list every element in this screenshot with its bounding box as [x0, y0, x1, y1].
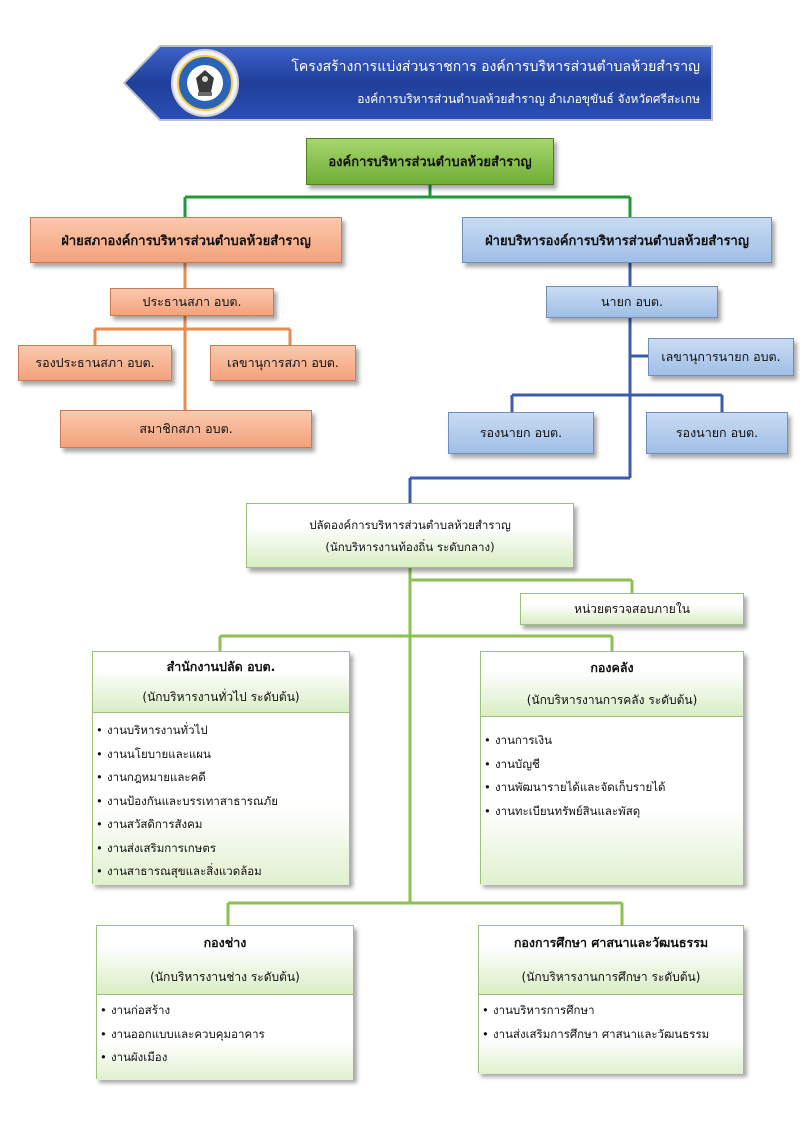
banner-shape: [122, 45, 713, 121]
department-office-list: งานบริหารงานทั่วไป งานนโยบายและแผน งานกฎ…: [93, 713, 349, 885]
clerk-title: ปลัดองค์การบริหารส่วนตำบลห้วยสำราญ: [309, 517, 511, 532]
list-item: งานบริหารงานทั่วไป: [93, 719, 349, 743]
list-item: งานส่งเสริมการเกษตร: [93, 837, 349, 861]
list-item: งานการเงิน: [481, 729, 743, 753]
department-engineering-header: กองช่าง (นักบริหารงานช่าง ระดับต้น): [97, 926, 353, 995]
council-members-label: สมาชิกสภา อบต.: [139, 421, 233, 436]
council-president-box: ประธานสภา อบต.: [110, 288, 274, 316]
top-connectors: [183, 185, 632, 217]
department-education-header: กองการศึกษา ศาสนาและวัฒนธรรม (นักบริหารง…: [479, 926, 743, 995]
council-vice-president-box: รองประธานสภา อบต.: [18, 345, 172, 381]
department-office: สำนักงานปลัด อบต. (นักบริหารงานทั่วไป ระ…: [92, 651, 350, 885]
list-item: งานนโยบายและแผน: [93, 743, 349, 767]
deputy-mayor-2-label: รองนายก อบต.: [675, 425, 759, 440]
top-organization-label: องค์การบริหารส่วนตำบลห้วยสำราญ: [328, 155, 532, 170]
council-head-box: ฝ่ายสภาองค์การบริหารส่วนตำบลห้วยสำราญ: [30, 217, 342, 263]
department-office-header: สำนักงานปลัด อบต. (นักบริหารงานทั่วไป ระ…: [93, 652, 349, 713]
clerk-box: ปลัดองค์การบริหารส่วนตำบลห้วยสำราญ (นักบ…: [246, 503, 574, 568]
council-secretary-label: เลขานุการสภา อบต.: [227, 355, 339, 370]
audit-label: หน่วยตรวจสอบภายใน: [574, 601, 690, 616]
list-item: งานออกแบบและควบคุมอาคาร: [97, 1023, 353, 1047]
seal-emblem: [170, 48, 240, 118]
council-secretary-box: เลขานุการสภา อบต.: [210, 345, 356, 381]
executive-head-label: ฝ่ายบริหารองค์การบริหารส่วนตำบลห้วยสำราญ: [485, 233, 749, 249]
council-president-label: ประธานสภา อบต.: [142, 294, 242, 309]
council-connectors: [93, 263, 292, 410]
list-item: งานส่งเสริมการศึกษา ศาสนาและวัฒนธรรม: [479, 1023, 743, 1047]
deputy-mayor-1-box: รองนายก อบต.: [448, 412, 594, 454]
mayor-secretary-box: เลขานุการนายก อบต.: [648, 338, 794, 376]
department-engineering-level: (นักบริหารงานช่าง ระดับต้น): [150, 969, 300, 984]
department-finance: กองคลัง (นักบริหารงานการคลัง ระดับต้น) ง…: [480, 651, 744, 885]
audit-box: หน่วยตรวจสอบภายใน: [520, 593, 744, 625]
list-item: งานบัญชี: [481, 753, 743, 777]
header-title: โครงสร้างการแบ่งส่วนราชการ องค์การบริหาร…: [291, 59, 700, 75]
department-engineering-title: กองช่าง: [203, 935, 247, 951]
deputy-mayor-2-box: รองนายก อบต.: [646, 412, 788, 454]
deputy-mayor-1-label: รองนายก อบต.: [479, 425, 563, 440]
department-office-title: สำนักงานปลัด อบต.: [166, 659, 276, 675]
department-education-title: กองการศึกษา ศาสนาและวัฒนธรรม: [513, 935, 709, 951]
list-item: งานผังเมือง: [97, 1046, 353, 1070]
list-item: งานสวัสดิการสังคม: [93, 813, 349, 837]
council-vice-president-label: รองประธานสภา อบต.: [35, 355, 155, 370]
top-organization-box: องค์การบริหารส่วนตำบลห้วยสำราญ: [306, 138, 554, 185]
department-engineering: กองช่าง (นักบริหารงานช่าง ระดับต้น) งานก…: [96, 925, 354, 1080]
list-item: งานบริหารการศึกษา: [479, 999, 743, 1023]
department-finance-list: งานการเงิน งานบัญชี งานพัฒนารายได้และจัด…: [481, 717, 743, 885]
list-item: งานสาธารณสุขและสิ่งแวดล้อม: [93, 860, 349, 884]
department-education: กองการศึกษา ศาสนาและวัฒนธรรม (นักบริหารง…: [478, 925, 744, 1074]
list-item: งานกฎหมายและคดี: [93, 766, 349, 790]
department-engineering-list: งานก่อสร้าง งานออกแบบและควบคุมอาคาร งานผ…: [97, 995, 353, 1080]
department-office-level: (นักบริหารงานทั่วไป ระดับต้น): [142, 689, 300, 704]
council-members-box: สมาชิกสภา อบต.: [60, 410, 312, 448]
admin-connectors: [218, 568, 634, 925]
header-subtitle: องค์การบริหารส่วนตำบลห้วยสำราญ อำเภอขุขั…: [357, 92, 700, 106]
department-finance-header: กองคลัง (นักบริหารงานการคลัง ระดับต้น): [481, 652, 743, 717]
list-item: งานป้องกันและบรรเทาสาธารณภัย: [93, 790, 349, 814]
department-finance-level: (นักบริหารงานการคลัง ระดับต้น): [526, 692, 698, 707]
executive-head-box: ฝ่ายบริหารองค์การบริหารส่วนตำบลห้วยสำราญ: [462, 217, 772, 263]
department-education-list: งานบริหารการศึกษา งานส่งเสริมการศึกษา ศา…: [479, 995, 743, 1074]
executive-connectors: [408, 263, 724, 503]
list-item: งานทะเบียนทรัพย์สินและพัสดุ: [481, 800, 743, 824]
seal-icon: [171, 49, 239, 117]
mayor-box: นายก อบต.: [546, 286, 718, 318]
department-finance-title: กองคลัง: [590, 660, 634, 676]
header-banner: โครงสร้างการแบ่งส่วนราชการ องค์การบริหาร…: [122, 44, 714, 122]
list-item: งานพัฒนารายได้และจัดเก็บรายได้: [481, 776, 743, 800]
clerk-level: (นักบริหารงานท้องถิ่น ระดับกลาง): [325, 539, 495, 554]
list-item: งานก่อสร้าง: [97, 999, 353, 1023]
mayor-secretary-label: เลขานุการนายก อบต.: [661, 349, 781, 364]
mayor-label: นายก อบต.: [601, 294, 663, 309]
council-head-label: ฝ่ายสภาองค์การบริหารส่วนตำบลห้วยสำราญ: [61, 233, 311, 249]
department-education-level: (นักบริหารงานการศึกษา ระดับต้น): [521, 969, 701, 984]
